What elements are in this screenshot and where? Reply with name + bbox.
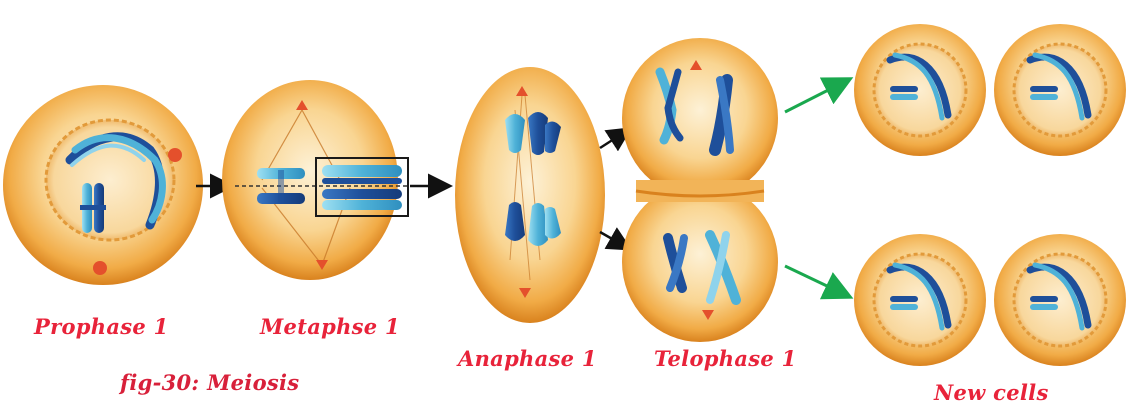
stage-label-metaphase: Metaphse 1 [260, 314, 400, 339]
prophase-cell [3, 85, 203, 285]
anaphase-cell [455, 67, 605, 323]
daughter-cell [854, 234, 986, 366]
stage-label-prophase: Prophase 1 [34, 314, 169, 339]
daughter-cell [854, 24, 986, 156]
figure-caption: fig-30: Meiosis [120, 370, 299, 395]
telophase-cell [622, 38, 778, 342]
centriole [93, 261, 107, 275]
arrow-to-new-cells-top [785, 80, 848, 112]
stage-label-anaphase: Anaphase 1 [458, 346, 597, 371]
stage-label-telophase: Telophase 1 [654, 346, 797, 371]
stage-label-new-cells: New cells [934, 380, 1049, 405]
new-cells [854, 24, 1126, 366]
metaphase-cell [222, 80, 420, 280]
daughter-cell [994, 234, 1126, 366]
centriole [168, 148, 182, 162]
arrow-to-new-cells-bottom [785, 266, 848, 296]
daughter-cell [994, 24, 1126, 156]
